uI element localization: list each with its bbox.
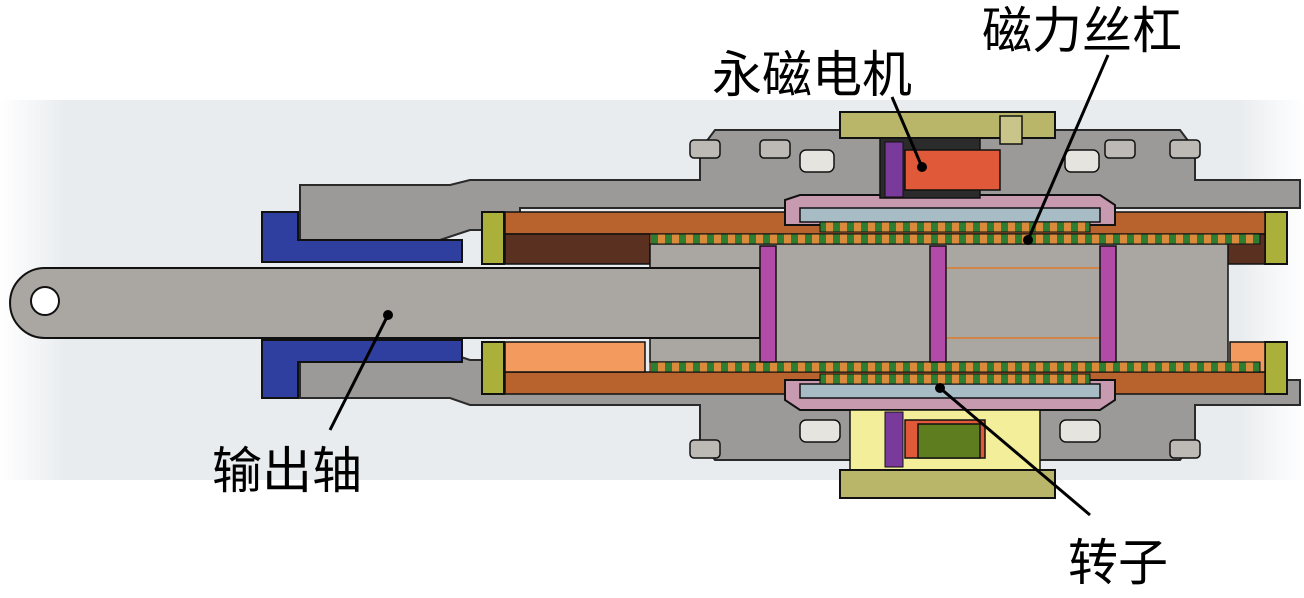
retainer-rings — [481, 211, 1288, 395]
rotor-body — [784, 194, 1116, 411]
leader-lines — [328, 54, 1110, 517]
end-cap — [261, 211, 463, 399]
rotor-arms — [759, 245, 1117, 363]
pm-motor-bottom — [839, 409, 1056, 499]
leader-dots — [383, 162, 1033, 393]
label-shaft: 输出轴 — [212, 442, 362, 500]
magnetic-screw-bands — [649, 233, 1261, 373]
flange-bolts — [689, 139, 1201, 459]
label-motor: 永磁电机 — [712, 46, 912, 104]
label-screw: 磁力丝杠 — [982, 2, 1182, 60]
label-rotor: 转子 — [1068, 534, 1168, 592]
bearings — [799, 149, 1101, 443]
pm-motor-top — [839, 111, 1056, 199]
output-shaft — [9, 267, 761, 339]
